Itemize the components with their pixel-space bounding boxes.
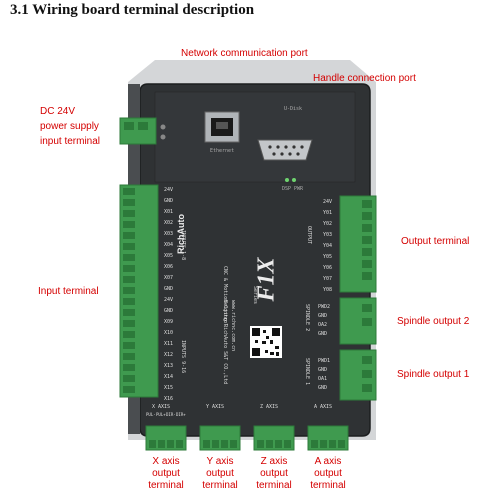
dsp-label: DSP [282, 186, 292, 192]
input-pin-label: X16 [164, 396, 174, 402]
axis-label-a: A AXIS [314, 404, 333, 410]
input-terminal-annotation: Input terminal [38, 286, 99, 297]
spindle2-pin-label: GND [318, 331, 328, 337]
company-label: Beijing RichAuto S&T CO.,Ltd [222, 300, 228, 385]
axis-label-x: X AXIS [152, 404, 171, 410]
spindle1-pin-label: GND [318, 385, 328, 391]
y-axis-annotation-line: output [206, 468, 234, 479]
input-pin-label: 24V [164, 297, 174, 303]
input-pin-label: X04 [164, 242, 174, 248]
x-axis-annotation: X axis output terminal [143, 456, 189, 492]
power-annotation-line: power supply [40, 121, 99, 132]
section-heading: 3.1 Wiring board terminal description [10, 2, 255, 18]
spindle1-annotation: Spindle output 1 [397, 369, 470, 380]
ethernet-label: Ethernet [210, 148, 235, 154]
axis-pin-label: DIR- [166, 412, 176, 417]
output-pin-label: Y08 [323, 287, 333, 293]
output-pin-label: Y04 [323, 243, 333, 249]
website-label: www.richnc.com.cn [230, 300, 236, 352]
spindle2-pin-label: PWD2 [318, 304, 331, 310]
a-axis-annotation-line: terminal [310, 480, 346, 491]
spindle2-pin-label: OA2 [318, 322, 328, 328]
input-pin-label: X05 [164, 253, 174, 259]
input-pin-label: X01 [164, 209, 174, 215]
axis-label-y: Y AXIS [206, 404, 225, 410]
input-pin-label: GND [164, 308, 174, 314]
inputs1-group-label: INPUTS 1-8 [180, 230, 186, 261]
inputs2-group-label: INPUTS 9-16 [180, 340, 186, 374]
axis-label-z: Z AXIS [260, 404, 279, 410]
output-pin-label: Y02 [323, 221, 333, 227]
output-terminal-annotation: Output terminal [401, 236, 470, 247]
x-axis-annotation-line: X axis [152, 456, 180, 467]
input-pin-label: X13 [164, 363, 174, 369]
input-pin-label: GND [164, 198, 174, 204]
axis-pin-label: DIR+ [176, 412, 186, 417]
axis-pin-label: PUL- [146, 412, 156, 417]
y-axis-annotation-line: Y axis [206, 456, 234, 467]
spindle1-pin-label: OA1 [318, 376, 328, 382]
input-pin-label: X11 [164, 341, 174, 347]
input-pin-label: X03 [164, 231, 174, 237]
pwr-label: PWR [294, 186, 304, 192]
spindle2-annotation: Spindle output 2 [397, 316, 470, 327]
x-axis-annotation-line: output [152, 468, 180, 479]
z-axis-annotation: Z axis output terminal [251, 456, 297, 492]
input-pin-label: X07 [164, 275, 174, 281]
input-pin-label: X02 [164, 220, 174, 226]
output-pin-label: Y06 [323, 265, 333, 271]
outputs-group-label: OUTPUT [306, 226, 312, 245]
input-pin-label: X09 [164, 319, 174, 325]
z-axis-annotation-line: output [260, 468, 288, 479]
y-axis-annotation: Y axis output terminal [197, 456, 243, 492]
input-pin-label: X06 [164, 264, 174, 270]
spindle2-pin-label: GND [318, 313, 328, 319]
z-axis-annotation-line: terminal [256, 480, 292, 491]
axis-pin-label: PUL+ [156, 412, 166, 417]
z-axis-annotation-line: Z axis [260, 456, 288, 467]
power-annotation-line: input terminal [40, 136, 101, 147]
input-pin-label: X14 [164, 374, 174, 380]
output-pin-label: Y05 [323, 254, 333, 260]
spindle1-group-label: SPINDLE 1 [304, 358, 310, 386]
series-label: Series [252, 286, 258, 305]
spindle1-pin-label: GND [318, 367, 328, 373]
power-terminal-annotation: DC 24V power supply input terminal [40, 104, 100, 149]
udisk-label: U-Disk [284, 106, 303, 112]
a-axis-annotation-line: A axis [314, 456, 342, 467]
output-pin-label: 24V [323, 199, 333, 205]
a-axis-annotation: A axis output terminal [305, 456, 351, 492]
output-pin-label: Y01 [323, 210, 333, 216]
input-pin-label: X10 [164, 330, 174, 336]
input-pin-label: X15 [164, 385, 174, 391]
output-pin-label: Y03 [323, 232, 333, 238]
x-axis-annotation-line: terminal [148, 480, 184, 491]
handle-port-annotation: Handle connection port [313, 73, 416, 84]
spindle1-pin-label: PWD1 [318, 358, 331, 364]
y-axis-annotation-line: terminal [202, 480, 238, 491]
input-pin-label: GND [164, 286, 174, 292]
input-pin-label: 24V [164, 187, 174, 193]
spindle2-group-label: SPINDLE 2 [304, 304, 310, 332]
network-port-annotation: Network communication port [181, 48, 308, 59]
input-pin-label: X12 [164, 352, 174, 358]
a-axis-annotation-line: output [314, 468, 342, 479]
output-pin-label: Y07 [323, 276, 333, 282]
power-annotation-line: DC 24V [40, 106, 76, 117]
